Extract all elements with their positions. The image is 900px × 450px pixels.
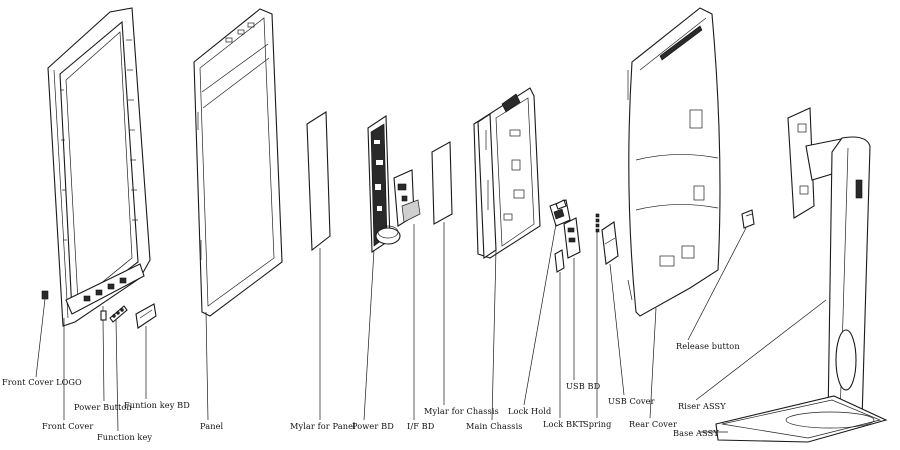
label-power-bd: Power BD [352,421,394,431]
label-front-cover: Front Cover [42,421,94,431]
label-lock-bkt: Lock BKT [543,419,584,429]
label-release-button: Release button [676,341,740,351]
mylar-for-panel [306,111,331,252]
label-spring: Spring [583,419,612,429]
usb-bd [563,217,581,259]
label-function-key-bd: Funtion key BD [124,400,190,410]
label-mylar-for-chassis: Mylar for Chassis [424,406,499,416]
main-chassis [473,87,541,259]
label-riser-assy: Riser ASSY [678,401,726,411]
mylar-for-chassis [431,141,453,225]
panel [193,8,283,317]
power-bd [367,114,401,254]
label-function-key: Function key [97,432,153,442]
power-button [100,306,107,321]
leader-lines [35,222,827,433]
riser-assy [787,107,871,421]
label-front-cover-logo: Front Cover LOGO [2,377,82,387]
release-button [741,209,755,229]
label-lock-hold: Lock Hold [508,406,552,416]
label-panel: Panel [200,421,224,431]
usb-cover [601,221,619,265]
label-mylar-for-panel: Mylar for Panel [290,421,356,431]
spring [595,213,600,233]
label-rear-cover: Rear Cover [629,419,677,429]
label-usb-bd: USB BD [566,381,601,391]
lock-bkt [554,249,565,273]
label-main-chassis: Main Chassis [466,421,523,431]
front-cover-logo [41,290,49,300]
function-key [109,305,128,323]
if-bd [393,169,421,227]
rear-cover [627,7,721,317]
front-cover [47,7,151,327]
base-assy [715,395,888,443]
label-power-button: Power Button [74,402,132,412]
label-if-bd: I/F BD [407,421,435,431]
function-key-bd [135,303,157,329]
lock-hold [549,199,571,227]
label-base-assy: Base ASSY [673,428,719,438]
label-usb-cover: USB Cover [608,396,655,406]
